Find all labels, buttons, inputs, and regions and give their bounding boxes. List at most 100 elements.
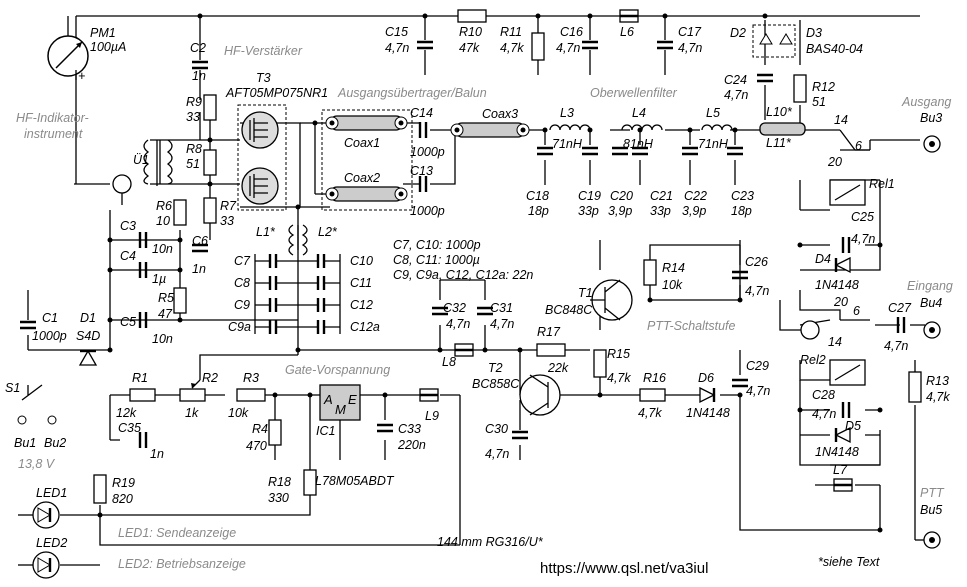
ref-c4: C4: [120, 249, 136, 263]
ref-r13: R13: [926, 374, 949, 388]
val-r1: 12k: [116, 406, 137, 420]
text-labels: PM1 100µA + HF-Indikator- instrument HF-…: [5, 26, 953, 577]
val-r2: 1k: [185, 406, 199, 420]
ref-c31: C31: [490, 301, 513, 315]
ref-c10: C10: [350, 254, 373, 268]
val-d4: 1N4148: [815, 278, 859, 292]
ref-r15: R15: [607, 347, 630, 361]
ref-r16: R16: [643, 371, 666, 385]
label-pm1-plus: +: [78, 69, 85, 83]
ref-c9a: C9a: [228, 320, 251, 334]
label-rel1-pin20: 20: [827, 155, 842, 169]
ref-c15: C15: [385, 25, 408, 39]
val-c21: 33p: [650, 204, 671, 218]
ref-led1: LED1: [36, 486, 67, 500]
label-led1-desc: LED1: Sendeanzeige: [118, 526, 236, 540]
ref-c13: C13: [410, 164, 433, 178]
val-c30: 4,7n: [485, 447, 509, 461]
val-r18: 330: [268, 491, 289, 505]
ref-c7: C7: [234, 254, 251, 268]
connectors: [17, 135, 941, 549]
ref-c17: C17: [678, 25, 702, 39]
diode-symbols: [78, 24, 851, 444]
ref-r4: R4: [252, 422, 268, 436]
label-t3: T3: [256, 71, 271, 85]
ref-c14: C14: [410, 106, 433, 120]
label-bu4: Bu4: [920, 296, 942, 310]
ref-c2: C2: [190, 41, 206, 55]
val-c4: 1µ: [152, 272, 166, 286]
label-caps-note-2: C8, C11: 1000µ: [393, 253, 480, 267]
ref-r7: R7: [220, 199, 237, 213]
ref-r9: R9: [186, 95, 202, 109]
ref-c27: C27: [888, 301, 912, 315]
ferrite-beads: [419, 9, 853, 492]
transformer-u1: [143, 139, 173, 186]
label-ic-e: E: [348, 392, 357, 407]
ref-l8: L8: [442, 355, 456, 369]
val-c28: 4,7n: [812, 407, 836, 421]
label-ptt-stage: PTT-Schaltstufe: [647, 319, 736, 333]
label-hf-amplifier: HF-Verstärker: [224, 44, 303, 58]
val-r9: 33: [186, 110, 200, 124]
ref-c26: C26: [745, 255, 768, 269]
label-led2-desc: LED2: Betriebsanzeige: [118, 557, 246, 571]
capacitor-symbols: [20, 40, 906, 448]
relays: [799, 129, 870, 386]
ref-c24: C24: [724, 73, 747, 87]
val-r19: 820: [112, 492, 133, 506]
val-d6: 1N4148: [686, 406, 730, 420]
ref-r6: R6: [156, 199, 172, 213]
val-c17: 4,7n: [678, 41, 702, 55]
label-rel1-pin14: 14: [834, 113, 848, 127]
val-r10: 47k: [459, 41, 480, 55]
label-cable: 144 mm RG316/U*: [437, 535, 544, 549]
ref-r18: R18: [268, 475, 291, 489]
component-labels: C2 1n R9 33 R8 51 R7 33 R6 10 C3 10n C4 …: [32, 25, 950, 550]
ref-r11: R11: [500, 25, 522, 39]
ref-rel2: Rel2: [800, 353, 826, 367]
ref-c29: C29: [746, 359, 769, 373]
resistor-symbols: [93, 9, 922, 504]
label-pm1: PM1: [90, 26, 116, 40]
label-coax3: Coax3: [482, 107, 518, 121]
ref-l7: L7: [833, 463, 848, 477]
label-caps-note-3: C9, C9a, C12, C12a: 22n: [393, 268, 533, 282]
label-output: Ausgang: [901, 95, 951, 109]
val-r12: 51: [812, 95, 826, 109]
ref-l11: L11*: [766, 136, 792, 150]
val-r15: 4,7k: [607, 371, 631, 385]
ref-c25: C25: [851, 210, 874, 224]
ref-c22: C22: [684, 189, 707, 203]
label-hf-indicator-2: instrument: [24, 127, 83, 141]
ref-ic1: IC1: [316, 424, 335, 438]
val-l3: 71nH: [552, 137, 583, 151]
val-r5: 47: [158, 307, 173, 321]
ref-t1: T1: [578, 286, 593, 300]
ref-rel1: Rel1: [869, 177, 895, 191]
ref-r8: R8: [186, 142, 202, 156]
ref-t2: T2: [488, 361, 503, 375]
ref-r17: R17: [537, 325, 561, 339]
label-ic-m: M: [335, 402, 346, 417]
ref-r14: R14: [662, 261, 685, 275]
val-t1: BC848C: [545, 303, 593, 317]
val-c26: 4,7n: [745, 284, 769, 298]
val-r6: 10: [156, 214, 170, 228]
ref-d5: D5: [845, 419, 861, 433]
label-t3-type: AFT05MP075NR1: [225, 86, 328, 100]
val-c25: 4,7n: [851, 232, 875, 246]
val-c32: 4,7n: [446, 317, 470, 331]
val-l4: 81nH: [623, 137, 654, 151]
ref-c28: C28: [812, 388, 835, 402]
val-r14: 10k: [662, 278, 683, 292]
val-c35: 1n: [150, 447, 164, 461]
label-gate-bias: Gate-Vorspannung: [285, 363, 390, 377]
regulator-ic1: [319, 384, 361, 421]
val-c23: 18p: [731, 204, 752, 218]
val-r3: 10k: [228, 406, 249, 420]
label-bu2: Bu2: [44, 436, 66, 450]
ref-c21: C21: [650, 189, 673, 203]
label-rel2-pin14: 14: [828, 335, 842, 349]
